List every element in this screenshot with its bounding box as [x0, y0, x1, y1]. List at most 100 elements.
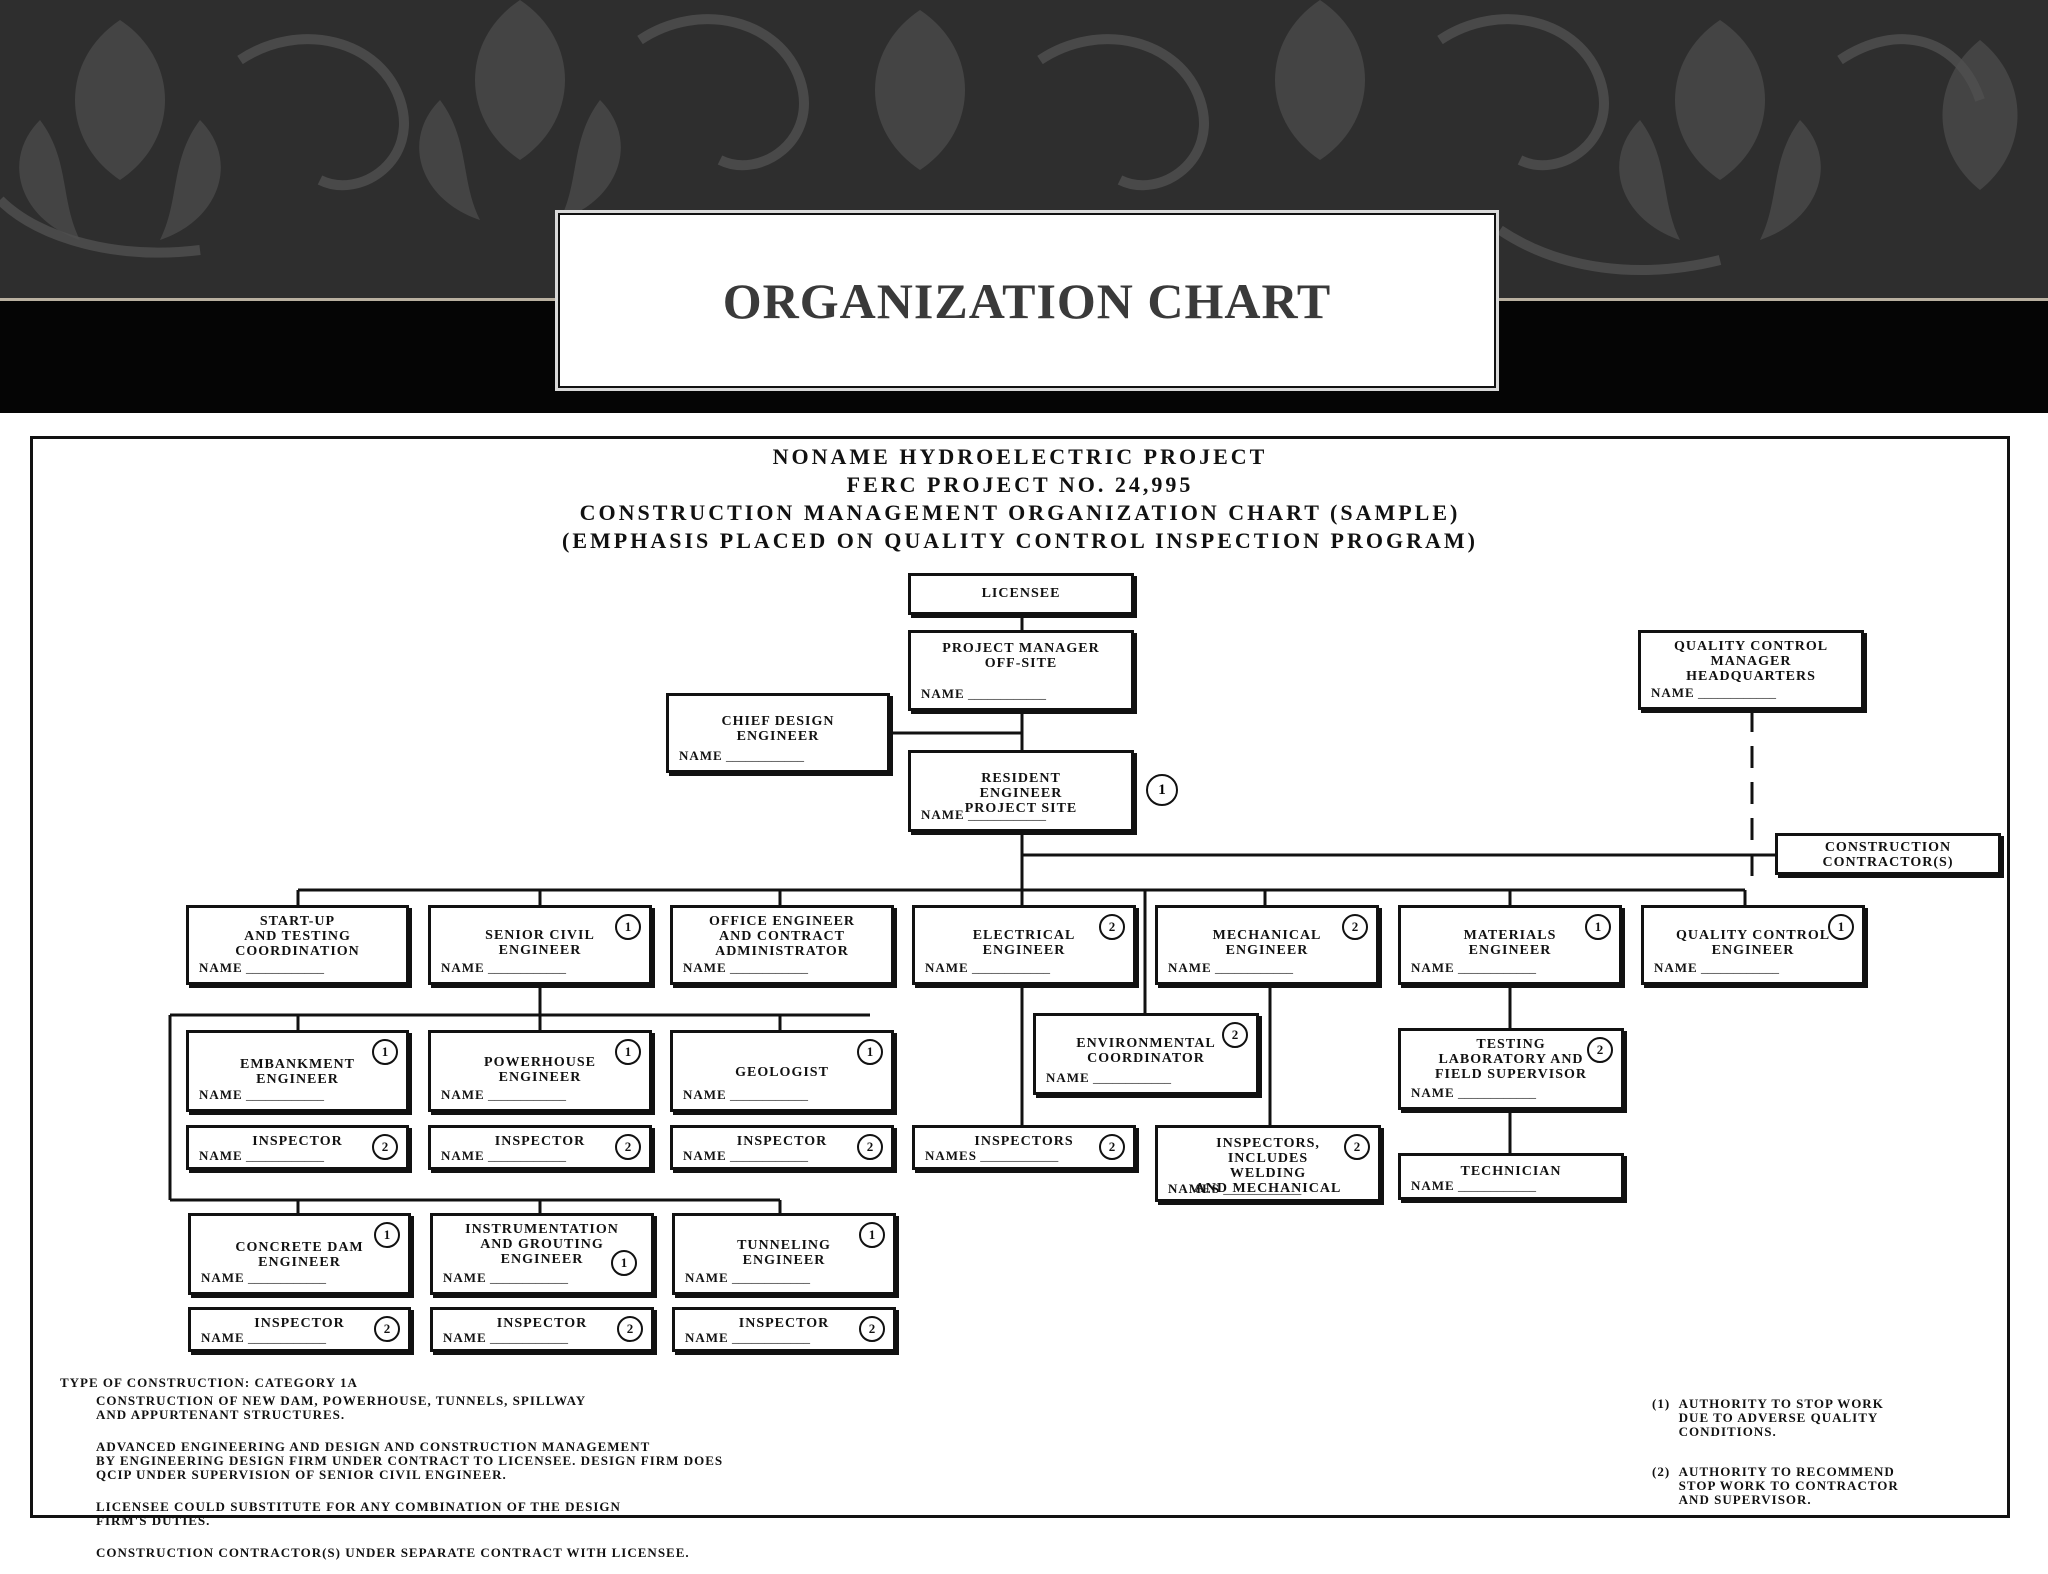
- inspectors-electrical-box: INSPECTORS 2 NAMES: [912, 1125, 1136, 1170]
- resident-engineer-box: RESIDENT ENGINEER PROJECT SITE NAME: [908, 750, 1134, 832]
- construction-type-notes: TYPE OF CONSTRUCTION: CATEGORY 1A CONSTR…: [60, 1362, 920, 1574]
- chart-title-line-1: NONAME HYDROELECTRIC PROJECT: [772, 444, 1268, 469]
- name-field: NAME: [925, 960, 1050, 976]
- authority-badge: 2: [857, 1134, 883, 1160]
- box-label: MECHANICAL ENGINEER: [1212, 928, 1322, 958]
- name-field: NAME: [921, 807, 1046, 823]
- inspector-geologist-box: INSPECTOR 2 NAME: [670, 1125, 894, 1170]
- authority-badge: 2: [374, 1316, 400, 1342]
- name-field: NAME: [199, 960, 324, 976]
- authority-badge: 2: [1587, 1037, 1613, 1063]
- box-label: OFFICE ENGINEER AND CONTRACT ADMINISTRAT…: [708, 914, 856, 959]
- name-field: NAME: [441, 960, 566, 976]
- legend-key: (2): [1652, 1464, 1671, 1479]
- box-label: INSPECTOR: [254, 1316, 345, 1331]
- box-label: CONSTRUCTION CONTRACTOR(S): [1822, 840, 1954, 870]
- box-label: TECHNICIAN: [1460, 1164, 1562, 1179]
- connector-lines: [168, 615, 1775, 1213]
- name-field: NAME: [921, 686, 1046, 702]
- chart-title-line-4: (EMPHASIS PLACED ON QUALITY CONTROL INSP…: [562, 528, 1478, 553]
- box-label: INSPECTOR: [496, 1316, 588, 1331]
- names-field: NAMES: [1168, 1181, 1301, 1197]
- box-label: CONCRETE DAM ENGINEER: [235, 1240, 364, 1270]
- names-field: NAMES: [925, 1148, 1058, 1164]
- box-label: PROJECT MANAGER OFF-SITE: [942, 641, 1100, 671]
- authority-badge: 2: [372, 1134, 398, 1160]
- box-label: LICENSEE: [981, 586, 1061, 601]
- authority-badge: 2: [1222, 1022, 1248, 1048]
- name-field: NAME: [441, 1087, 566, 1103]
- testing-laboratory-box: TESTING LABORATORY AND FIELD SUPERVISOR …: [1398, 1028, 1624, 1110]
- authority-badge: 1: [615, 1039, 641, 1065]
- box-label: CHIEF DESIGN ENGINEER: [721, 714, 835, 744]
- box-label: ELECTRICAL ENGINEER: [972, 928, 1076, 958]
- name-field: NAME: [1411, 1085, 1536, 1101]
- authority-badge: 2: [859, 1316, 885, 1342]
- name-field: NAME: [683, 1148, 808, 1164]
- authority-badge: 1: [1828, 914, 1854, 940]
- authority-badge: 1: [1146, 774, 1178, 806]
- box-label: GEOLOGIST: [735, 1065, 829, 1080]
- tunneling-engineer-box: TUNNELING ENGINEER 1 NAME: [672, 1213, 896, 1295]
- embankment-engineer-box: EMBANKMENT ENGINEER 1 NAME: [186, 1030, 409, 1112]
- box-label: QUALITY CONTROL ENGINEER: [1675, 928, 1831, 958]
- name-field: NAME: [1411, 1178, 1536, 1194]
- note-line: ADVANCED ENGINEERING AND DESIGN AND CONS…: [96, 1439, 724, 1482]
- box-label: SENIOR CIVIL ENGINEER: [485, 928, 595, 958]
- electrical-engineer-box: ELECTRICAL ENGINEER 2 NAME: [912, 905, 1136, 985]
- authority-badge: 2: [1099, 1134, 1125, 1160]
- legend-text: AUTHORITY TO RECOMMEND STOP WORK TO CONT…: [1678, 1464, 1899, 1507]
- box-label: EMBANKMENT ENGINEER: [240, 1057, 355, 1087]
- technician-box: TECHNICIAN NAME: [1398, 1153, 1624, 1200]
- note-line: CONSTRUCTION OF NEW DAM, POWERHOUSE, TUN…: [96, 1393, 587, 1422]
- legend-key: (1): [1652, 1396, 1671, 1411]
- inspector-tunneling-box: INSPECTOR 2 NAME: [672, 1307, 896, 1352]
- name-field: NAME: [683, 1087, 808, 1103]
- name-field: NAME: [441, 1148, 566, 1164]
- authority-legend: (1) AUTHORITY TO STOP WORK DUE TO ADVERS…: [1652, 1383, 1992, 1533]
- authority-badge: 1: [615, 914, 641, 940]
- licensee-box: LICENSEE: [908, 573, 1134, 615]
- box-label: INSTRUMENTATION AND GROUTING ENGINEER: [465, 1222, 619, 1267]
- box-label: TESTING LABORATORY AND FIELD SUPERVISOR: [1434, 1037, 1588, 1082]
- box-label: QUALITY CONTROL MANAGER HEADQUARTERS: [1673, 639, 1829, 684]
- concrete-dam-engineer-box: CONCRETE DAM ENGINEER 1 NAME: [188, 1213, 411, 1295]
- box-label: INSPECTOR: [736, 1134, 828, 1149]
- damask-header-band: [0, 0, 2048, 300]
- document-frame: [30, 436, 2010, 1518]
- name-field: NAME: [1411, 960, 1536, 976]
- authority-badge: 1: [859, 1222, 885, 1248]
- name-field: NAME: [683, 960, 808, 976]
- box-label: INSPECTOR: [738, 1316, 830, 1331]
- authority-badge: 1: [374, 1222, 400, 1248]
- box-label: INSPECTOR: [494, 1134, 586, 1149]
- name-field: NAME: [443, 1270, 568, 1286]
- note-line: LICENSEE COULD SUBSTITUTE FOR ANY COMBIN…: [96, 1499, 621, 1528]
- authority-badge: 1: [611, 1250, 637, 1276]
- construction-type-heading: TYPE OF CONSTRUCTION: CATEGORY 1A: [60, 1375, 358, 1390]
- inspectors-mechanical-box: INSPECTORS, INCLUDES WELDING AND MECHANI…: [1155, 1125, 1381, 1202]
- authority-badge: 1: [1585, 914, 1611, 940]
- box-label: START-UP AND TESTING COORDINATION: [235, 914, 360, 959]
- legend-text: AUTHORITY TO STOP WORK DUE TO ADVERSE QU…: [1678, 1396, 1884, 1439]
- chart-title-line-3: CONSTRUCTION MANAGEMENT ORGANIZATION CHA…: [579, 500, 1461, 525]
- mechanical-engineer-box: MECHANICAL ENGINEER 2 NAME: [1155, 905, 1379, 985]
- powerhouse-engineer-box: POWERHOUSE ENGINEER 1 NAME: [428, 1030, 652, 1112]
- name-field: NAME: [201, 1270, 326, 1286]
- name-field: NAME: [443, 1330, 568, 1346]
- project-manager-box: PROJECT MANAGER OFF-SITE NAME: [908, 630, 1134, 711]
- chief-design-engineer-box: CHIEF DESIGN ENGINEER NAME: [666, 693, 890, 773]
- construction-contractors-box: CONSTRUCTION CONTRACTOR(S): [1775, 833, 2001, 875]
- environmental-coordinator-box: ENVIRONMENTAL COORDINATOR 2 NAME: [1033, 1013, 1259, 1095]
- qc-engineer-box: QUALITY CONTROL ENGINEER 1 NAME: [1641, 905, 1865, 985]
- startup-testing-box: START-UP AND TESTING COORDINATION NAME: [186, 905, 409, 985]
- legend-item: (2) AUTHORITY TO RECOMMEND STOP WORK TO …: [1652, 1465, 1992, 1507]
- box-label: MATERIALS ENGINEER: [1463, 928, 1557, 958]
- box-label: TUNNELING ENGINEER: [737, 1238, 831, 1268]
- authority-badge: 2: [1099, 914, 1125, 940]
- inspector-powerhouse-box: INSPECTOR 2 NAME: [428, 1125, 652, 1170]
- senior-civil-engineer-box: SENIOR CIVIL ENGINEER 1 NAME: [428, 905, 652, 985]
- note-line: CONSTRUCTION CONTRACTOR(S) UNDER SEPARAT…: [96, 1545, 690, 1560]
- materials-engineer-box: MATERIALS ENGINEER 1 NAME: [1398, 905, 1622, 985]
- box-label: INSPECTOR: [252, 1134, 343, 1149]
